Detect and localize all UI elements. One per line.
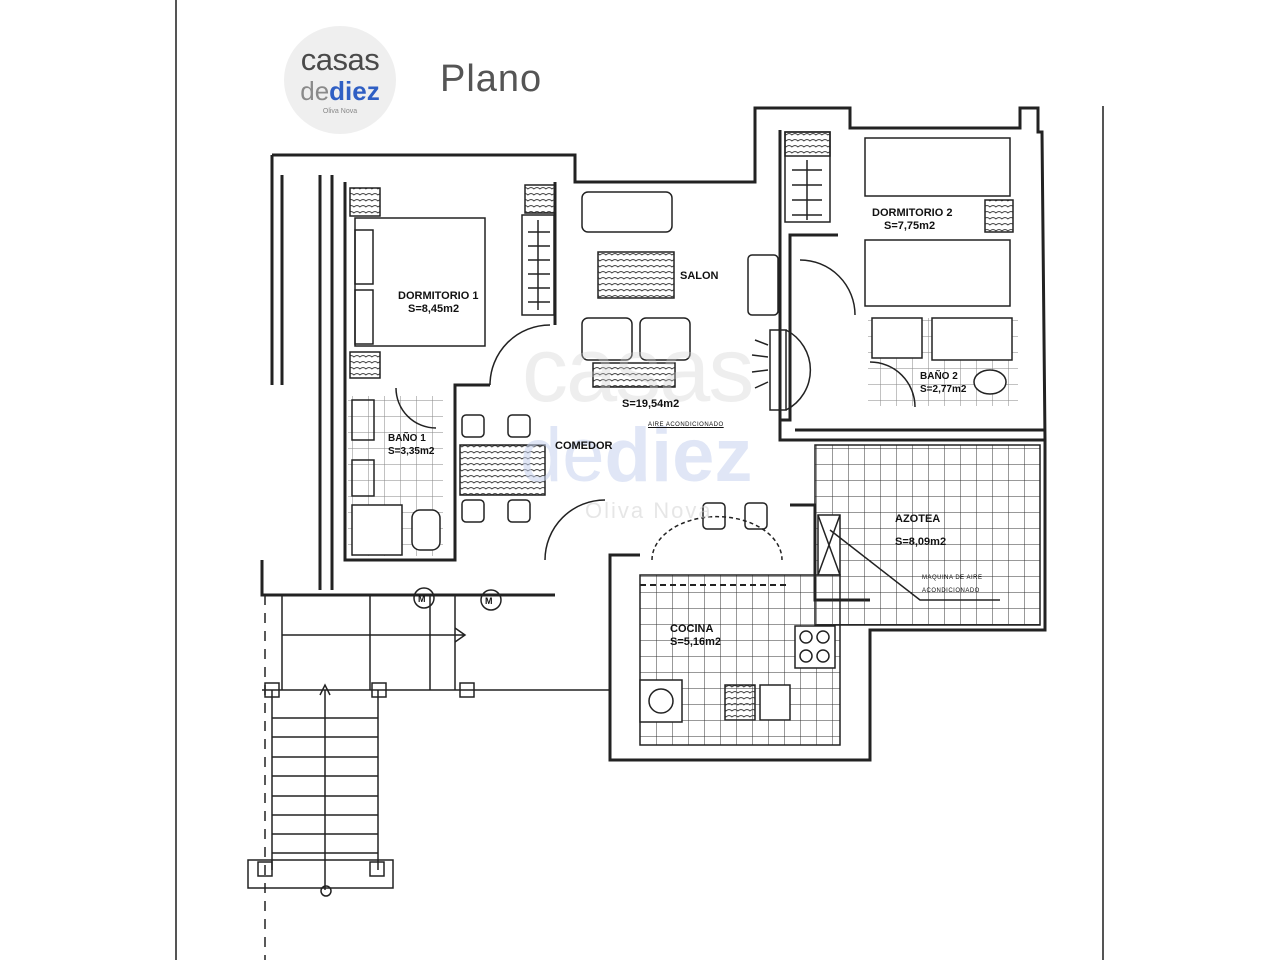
logo-line2: dediez [300,76,380,106]
annotation-maquina: MAQUINA DE AIRE ACONDICIONADO [922,575,983,594]
comedor-table [459,414,768,561]
page-border-left [175,0,177,960]
meter-label-1: M [418,594,426,604]
page-border-right [1102,106,1104,960]
room-label-dormitorio-1: DORMITORIO 1 S=8,45m2 [398,290,479,315]
bano-1-fixtures [348,387,443,556]
logo-line1: casas [300,42,380,77]
outer-walls [260,106,1047,762]
annotation-aire: AIRE ACONDICIONADO [648,422,724,428]
cocina-kitchen [639,515,841,746]
room-label-bano-2: BAÑO 2 S=2,77m2 [920,371,967,395]
brand-logo: casas dediez Oliva Nova [284,26,396,134]
salon-furniture [489,191,812,411]
azotea-terrace [814,444,1041,626]
room-area-comedor: S=19,54m2 [622,398,680,410]
meter-symbols [413,587,502,611]
dormitorio-1-bed [349,184,556,379]
entrance-stairs [247,595,610,960]
room-label-bano-1: BAÑO 1 S=3,35m2 [388,433,435,457]
logo-line3: Oliva Nova [322,108,358,115]
room-label-azotea: AZOTEA S=8,09m2 [895,513,947,548]
room-label-comedor: COMEDOR [555,440,613,452]
room-label-dormitorio-2: DORMITORIO 2 S=7,75m2 [872,207,953,232]
room-label-cocina: COCINA S=5,16m2 [670,623,722,648]
meter-label-2: M [485,596,493,606]
room-label-salon: SALON [680,270,719,282]
bano-2-fixtures [868,317,1018,408]
dormitorio-2-beds [784,131,1014,316]
page-title: Plano [440,58,543,100]
